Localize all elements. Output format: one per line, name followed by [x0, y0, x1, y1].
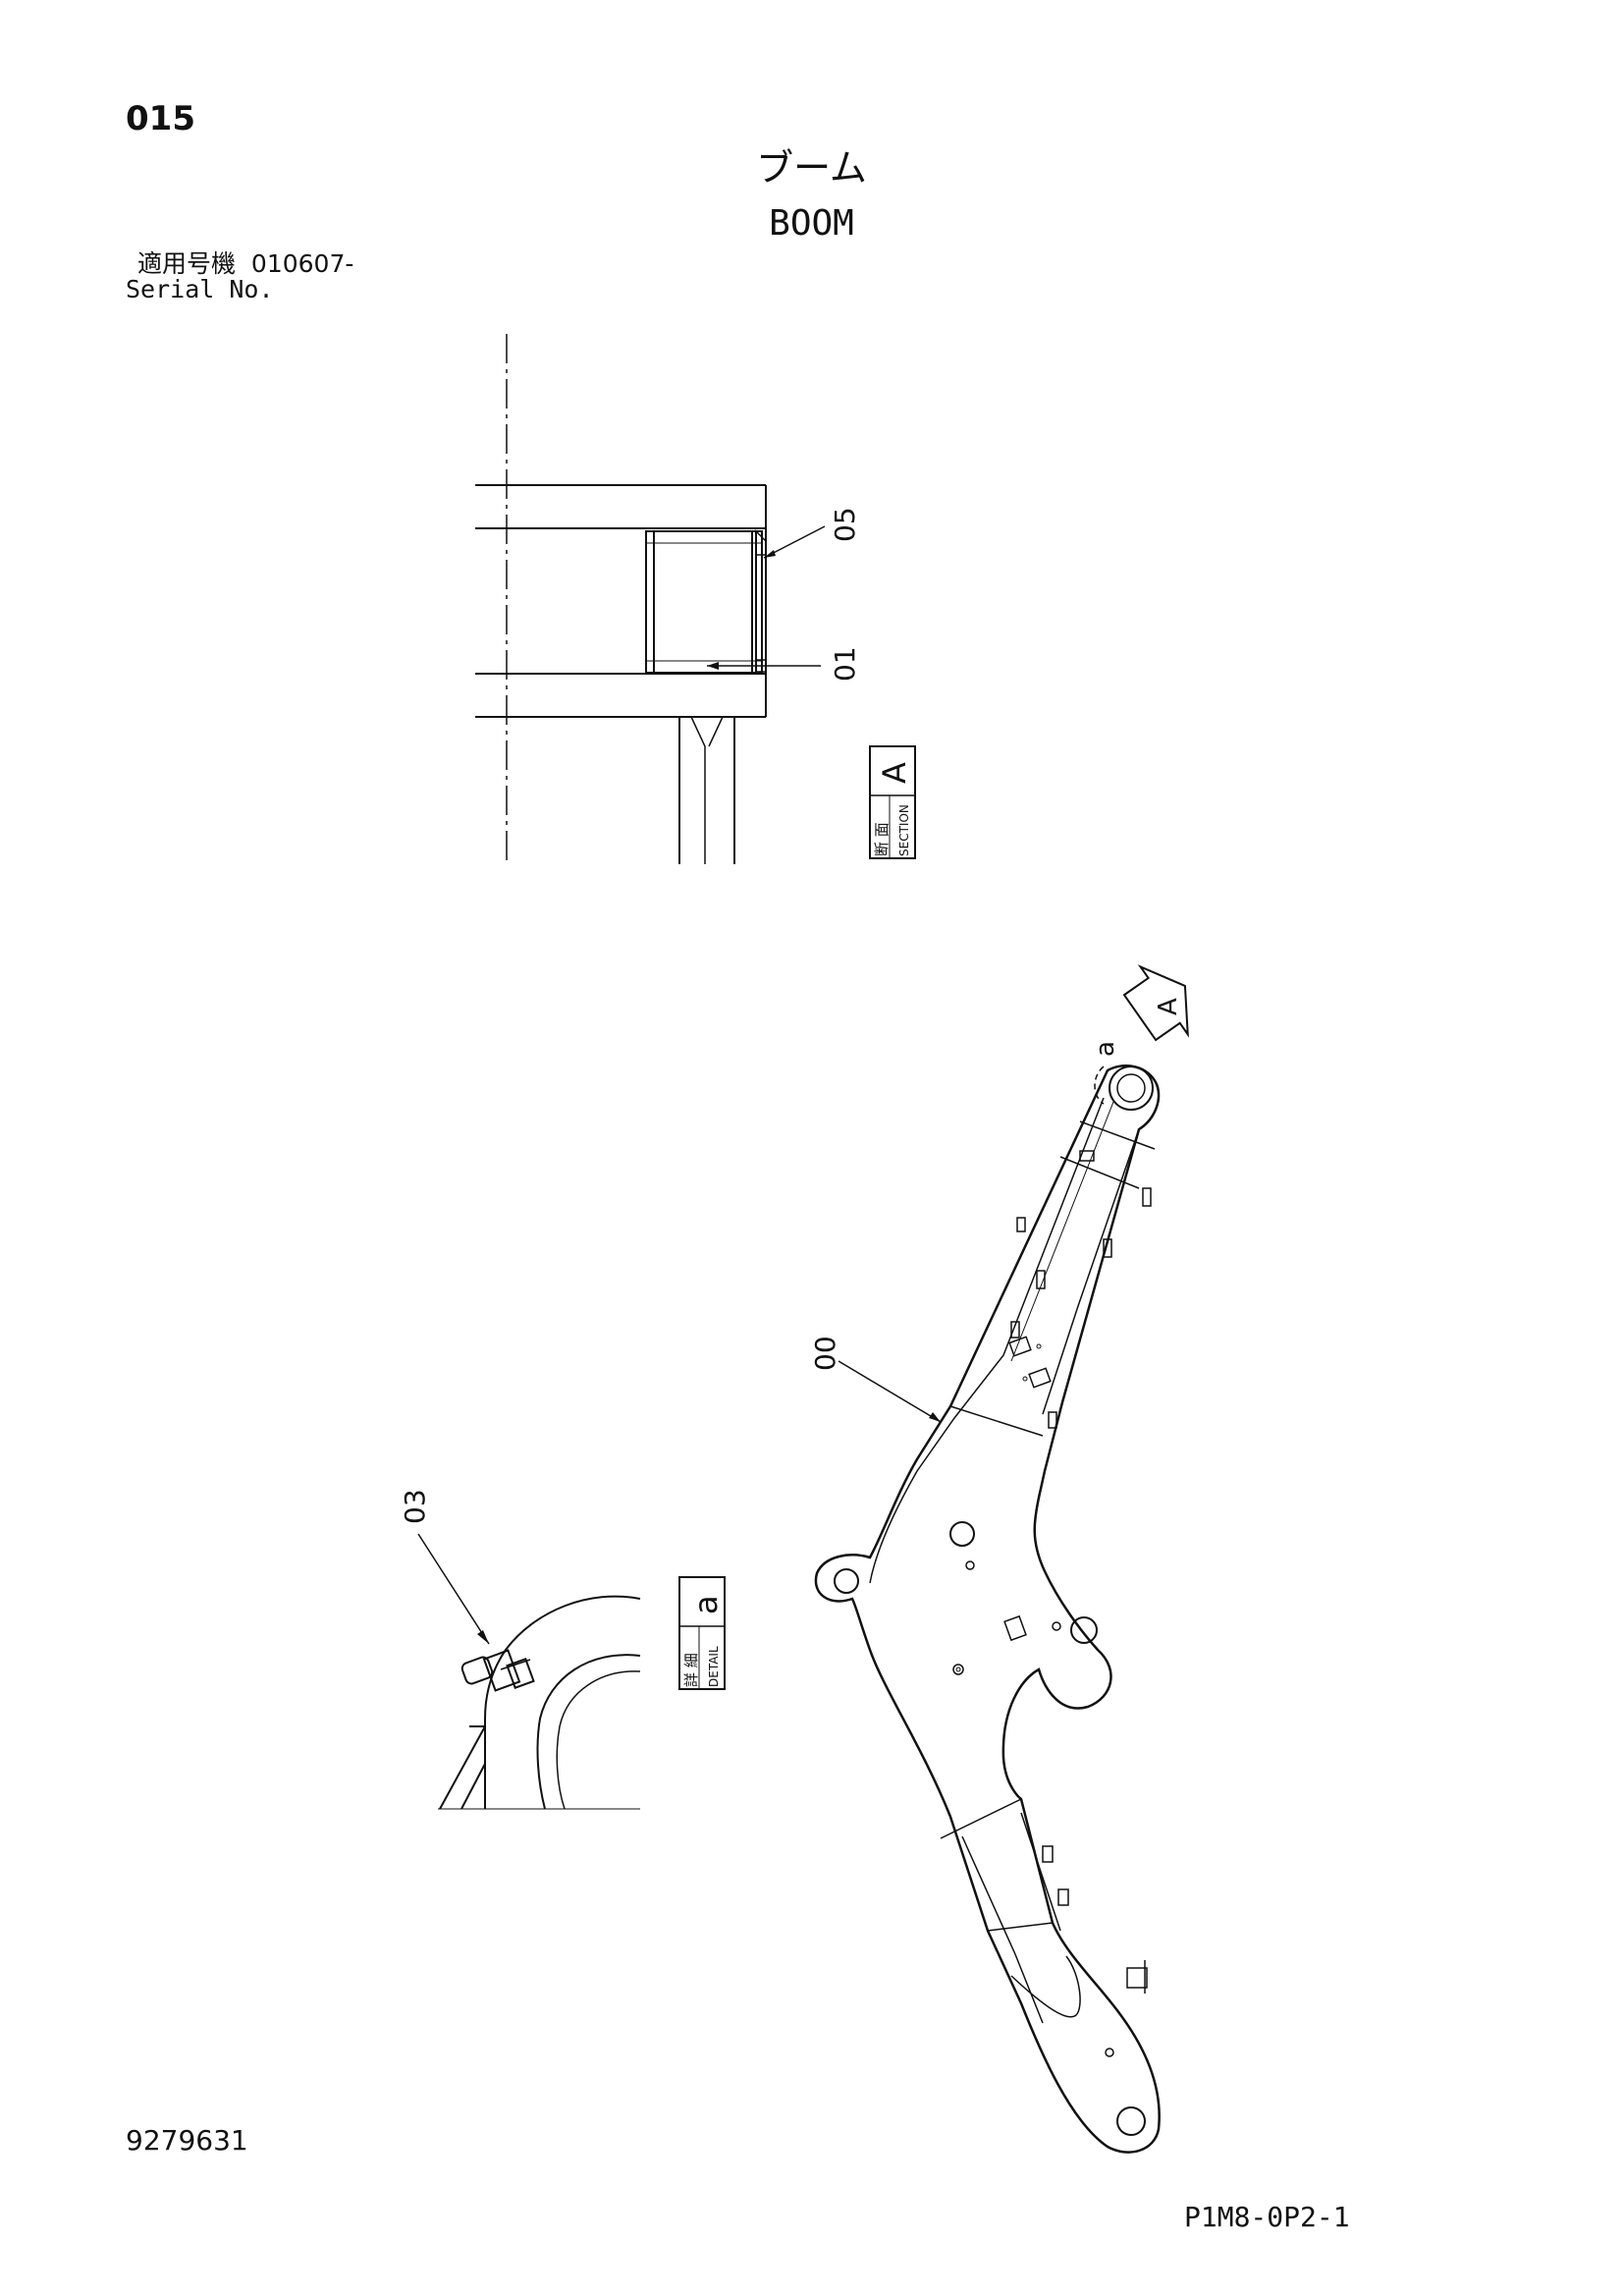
detail-label-jp: 詳 細: [682, 1653, 700, 1687]
serial-line-japanese: 適用号機 010607-: [137, 251, 353, 276]
serial-value: 010607-: [250, 249, 354, 278]
drawing-number: 9279631: [126, 2124, 248, 2157]
section-label-box: 断 面 SECTION A: [869, 745, 916, 859]
page-number: 015: [126, 99, 195, 138]
callout-00: 00: [809, 1336, 841, 1371]
serial-label-english: Serial No.: [126, 275, 274, 303]
detail-letter: a: [687, 1595, 725, 1614]
section-label-jp: 断 面: [873, 822, 891, 856]
section-view: 05 01 断 面 SECTION A: [475, 334, 916, 864]
callout-03: 03: [399, 1489, 431, 1524]
detail-marker-letter: a: [1091, 1041, 1120, 1057]
boom-outline: [814, 1064, 1161, 2154]
boom-tip-pin-boss: [1109, 1066, 1154, 1111]
detail-label-en: DETAIL: [707, 1646, 721, 1687]
view-arrow-a: A: [1122, 964, 1189, 1042]
title-english: BOOM: [769, 203, 854, 244]
view-arrow-letter: A: [1154, 998, 1183, 1015]
serial-label-japanese: 適用号機: [137, 249, 237, 278]
grease-fitting-part-03: [460, 1649, 535, 1692]
seal-part-05: [755, 529, 767, 556]
detail-label-box: 詳 細 DETAIL a: [678, 1576, 726, 1690]
section-letter: A: [876, 762, 913, 784]
boom-foot-pin-boss: [1116, 2106, 1146, 2136]
callout-01: 01: [829, 646, 861, 682]
callout-05: 05: [829, 507, 861, 542]
section-label-en: SECTION: [897, 804, 911, 856]
page-code: P1M8-0P2-1: [1184, 2201, 1350, 2233]
boom-main-view: A a: [809, 964, 1189, 2154]
bushing-part-01: [645, 530, 763, 674]
title-japanese: ブーム: [756, 146, 867, 190]
detail-view: 03 詳 細 DETAIL a: [399, 1489, 726, 1810]
